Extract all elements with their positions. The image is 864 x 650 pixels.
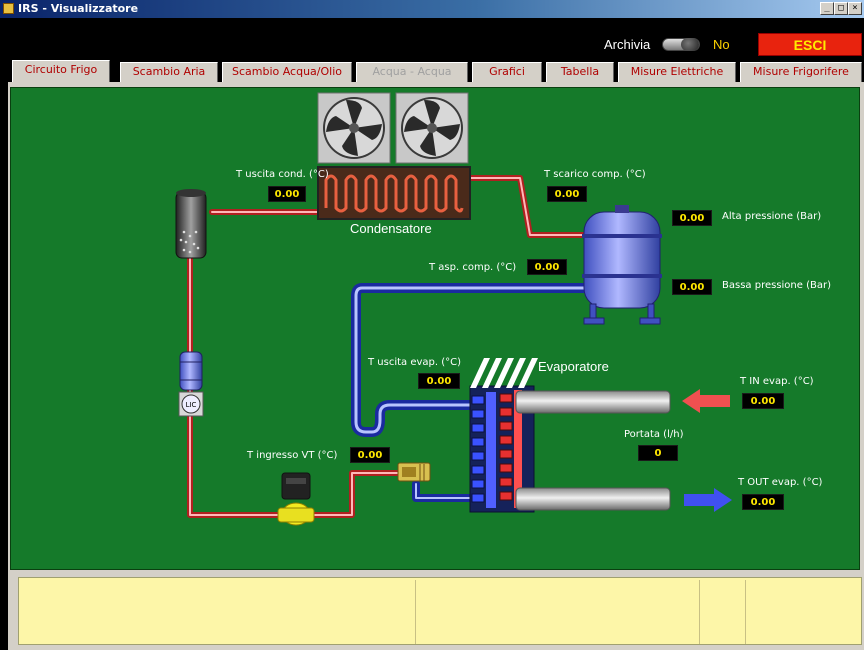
status-divider — [745, 580, 746, 644]
tab-circuito-frigo[interactable]: Circuito Frigo — [12, 60, 110, 82]
bassa-pressione-label: Bassa pressione (Bar) — [722, 280, 831, 291]
liquid-receiver — [175, 189, 207, 259]
title-bar: IRS - Visualizzatore _ □ × — [0, 0, 864, 18]
status-divider — [699, 580, 700, 644]
t-ingresso-vt-label: T ingresso VT (°C) — [247, 450, 338, 461]
t-ingresso-vt-value: 0.00 — [350, 447, 390, 463]
water-pipes — [515, 390, 671, 511]
liquid-indicator: LIC — [178, 391, 204, 417]
alta-pressione-value: 0.00 — [672, 210, 712, 226]
t-uscita-evap-label: T uscita evap. (°C) — [368, 357, 462, 368]
t-out-evap-label: T OUT evap. (°C) — [738, 477, 823, 488]
tab-grafici[interactable]: Grafici — [472, 62, 542, 82]
archivia-state: No — [713, 37, 730, 52]
toggle-knob — [681, 38, 699, 51]
tab-bar: Circuito Frigo Scambio Aria Scambio Acqu… — [0, 60, 864, 82]
minimize-button[interactable]: _ — [820, 2, 834, 15]
portata-value: 0 — [638, 445, 678, 461]
t-asp-comp-value: 0.00 — [527, 259, 567, 275]
archivia-toggle[interactable] — [662, 38, 700, 51]
t-scarico-comp-value: 0.00 — [547, 186, 587, 202]
t-out-evap-value: 0.00 — [742, 494, 784, 510]
alta-pressione-label: Alta pressione (Bar) — [722, 211, 822, 222]
window-controls: _ □ × — [820, 2, 862, 15]
condensatore-label: Condensatore — [350, 221, 432, 236]
tab-misure-elettriche[interactable]: Misure Elettriche — [618, 62, 736, 82]
condenser-fan-left — [317, 92, 391, 164]
condenser-coil — [317, 166, 471, 220]
top-bar: Archivia No ESCI — [0, 18, 864, 60]
compressor — [582, 205, 662, 325]
evaporatore-label: Evaporatore — [538, 359, 609, 374]
esci-button[interactable]: ESCI — [758, 33, 862, 56]
tab-acqua-acqua: Acqua - Acqua — [356, 62, 468, 82]
app-icon — [3, 3, 14, 14]
thermostatic-expansion-valve — [397, 462, 431, 482]
hot-line-pipes — [187, 175, 589, 518]
window-title: IRS - Visualizzatore — [18, 2, 139, 15]
bassa-pressione-value: 0.00 — [672, 279, 712, 295]
cold-line-pipes — [351, 283, 591, 502]
tab-scambio-acqua-olio[interactable]: Scambio Acqua/Olio — [222, 62, 352, 82]
filter-drier — [179, 351, 203, 391]
maximize-button[interactable]: □ — [834, 2, 848, 15]
t-in-evap-value: 0.00 — [742, 393, 784, 409]
t-scarico-comp-label: T scarico comp. (°C) — [544, 169, 646, 180]
water-outlet-arrow-icon — [684, 488, 732, 512]
tab-misure-frigorifere[interactable]: Misure Frigorifere — [740, 62, 862, 82]
solenoid-valve — [277, 472, 315, 526]
status-panel — [18, 577, 862, 645]
status-divider — [415, 580, 416, 644]
t-uscita-cond-value: 0.00 — [268, 186, 306, 202]
tab-tabella[interactable]: Tabella — [546, 62, 614, 82]
close-button[interactable]: × — [848, 2, 862, 15]
tab-scambio-aria[interactable]: Scambio Aria — [120, 62, 218, 82]
archivia-label: Archivia — [604, 37, 651, 52]
liquid-indicator-label: LIC — [186, 401, 197, 409]
t-uscita-evap-value: 0.00 — [418, 373, 460, 389]
t-in-evap-label: T IN evap. (°C) — [740, 376, 814, 387]
t-uscita-cond-label: T uscita cond. (°C) — [236, 169, 329, 180]
condenser-fan-right — [395, 92, 469, 164]
t-asp-comp-label: T asp. comp. (°C) — [429, 262, 517, 273]
water-inlet-arrow-icon — [682, 389, 730, 413]
portata-label: Portata (l/h) — [624, 429, 684, 440]
